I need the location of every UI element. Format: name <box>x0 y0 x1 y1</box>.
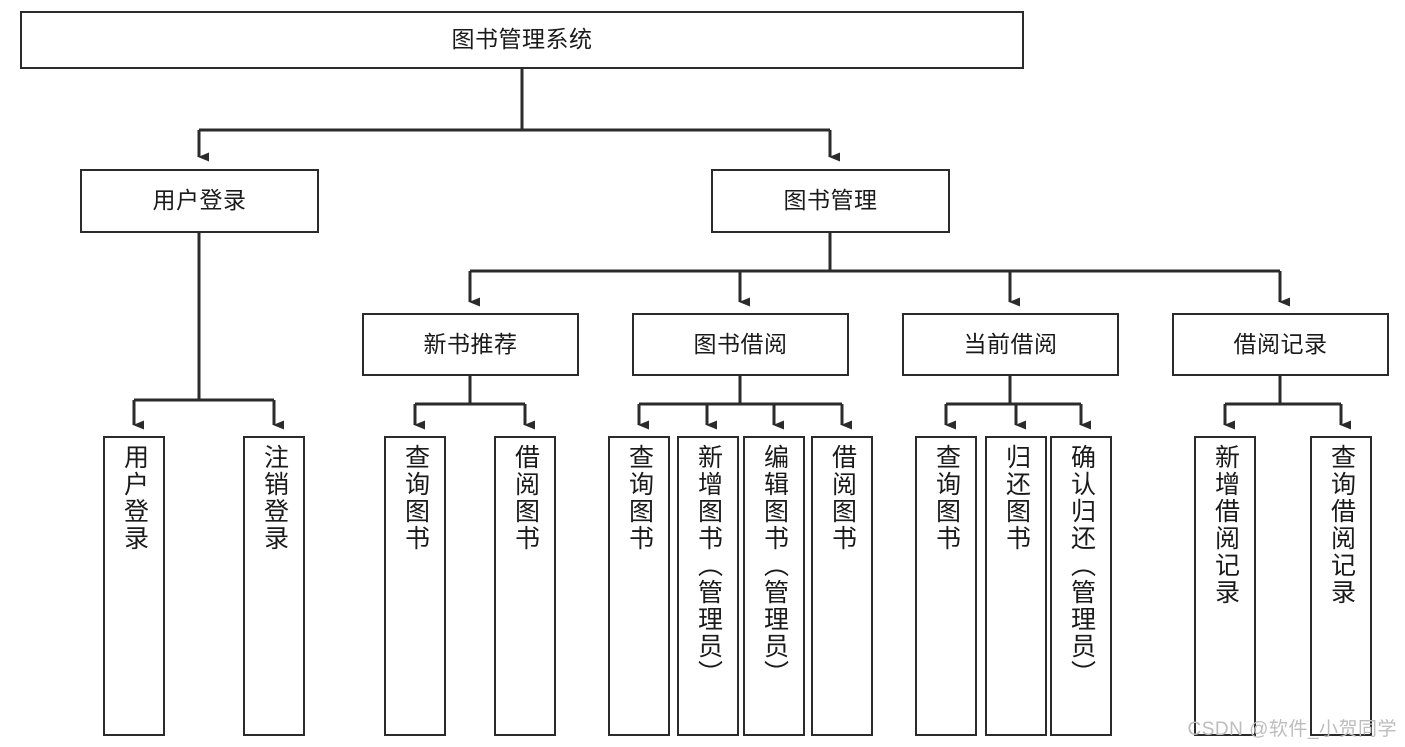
leaf-user-login[interactable]: 用户登录 <box>103 436 165 736</box>
node-label: 用户登录 <box>152 187 247 214</box>
node-label: 当前借阅 <box>963 330 1058 357</box>
node-current-borrowing[interactable]: 当前借阅 <box>902 313 1119 376</box>
node-label: 新增借阅记录 <box>1211 444 1240 606</box>
node-label: 借阅记录 <box>1233 330 1328 357</box>
node-label: 查询图书 <box>625 444 654 552</box>
node-borrowing-records[interactable]: 借阅记录 <box>1172 313 1389 376</box>
node-label: 用户登录 <box>120 444 149 552</box>
leaf-return-books[interactable]: 归还图书 <box>985 436 1047 736</box>
node-label: 图书管理 <box>783 187 878 214</box>
leaf-query-books-recommendation[interactable]: 查询图书 <box>384 436 446 736</box>
leaf-borrow-books-recommendation[interactable]: 借阅图书 <box>494 436 556 736</box>
leaf-query-borrowing-record[interactable]: 查询借阅记录 <box>1310 436 1372 736</box>
leaf-confirm-return-admin[interactable]: 确认归还（管理员） <box>1050 436 1112 736</box>
leaf-add-borrowing-record[interactable]: 新增借阅记录 <box>1194 436 1256 736</box>
node-book-management[interactable]: 图书管理 <box>711 169 950 233</box>
node-label: 借阅图书 <box>828 444 857 552</box>
node-root-book-management-system[interactable]: 图书管理系统 <box>20 11 1024 69</box>
leaf-query-books-borrowing[interactable]: 查询图书 <box>608 436 670 736</box>
node-label: 注销登录 <box>260 444 289 552</box>
node-label: 确认归还（管理员） <box>1067 444 1096 687</box>
node-label: 查询借阅记录 <box>1327 444 1356 606</box>
node-new-book-recommendation[interactable]: 新书推荐 <box>362 313 579 376</box>
node-label: 借阅图书 <box>511 444 540 552</box>
leaf-logout[interactable]: 注销登录 <box>243 436 305 736</box>
csdn-watermark: CSDN @软件_小贺同学 <box>1187 719 1397 740</box>
node-user-login[interactable]: 用户登录 <box>80 169 319 233</box>
leaf-borrow-books-borrowing[interactable]: 借阅图书 <box>811 436 873 736</box>
node-label: 新增图书（管理员） <box>694 444 723 687</box>
node-label: 编辑图书（管理员） <box>760 444 789 687</box>
node-label: 图书管理系统 <box>451 26 593 53</box>
node-label: 图书借阅 <box>693 330 788 357</box>
node-label: 归还图书 <box>1002 444 1031 552</box>
node-book-borrowing[interactable]: 图书借阅 <box>632 313 849 376</box>
node-label: 查询图书 <box>932 444 961 552</box>
leaf-add-book-admin[interactable]: 新增图书（管理员） <box>677 436 739 736</box>
node-label: 新书推荐 <box>423 330 518 357</box>
leaf-edit-book-admin[interactable]: 编辑图书（管理员） <box>743 436 805 736</box>
node-label: 查询图书 <box>401 444 430 552</box>
leaf-query-books-current[interactable]: 查询图书 <box>915 436 977 736</box>
